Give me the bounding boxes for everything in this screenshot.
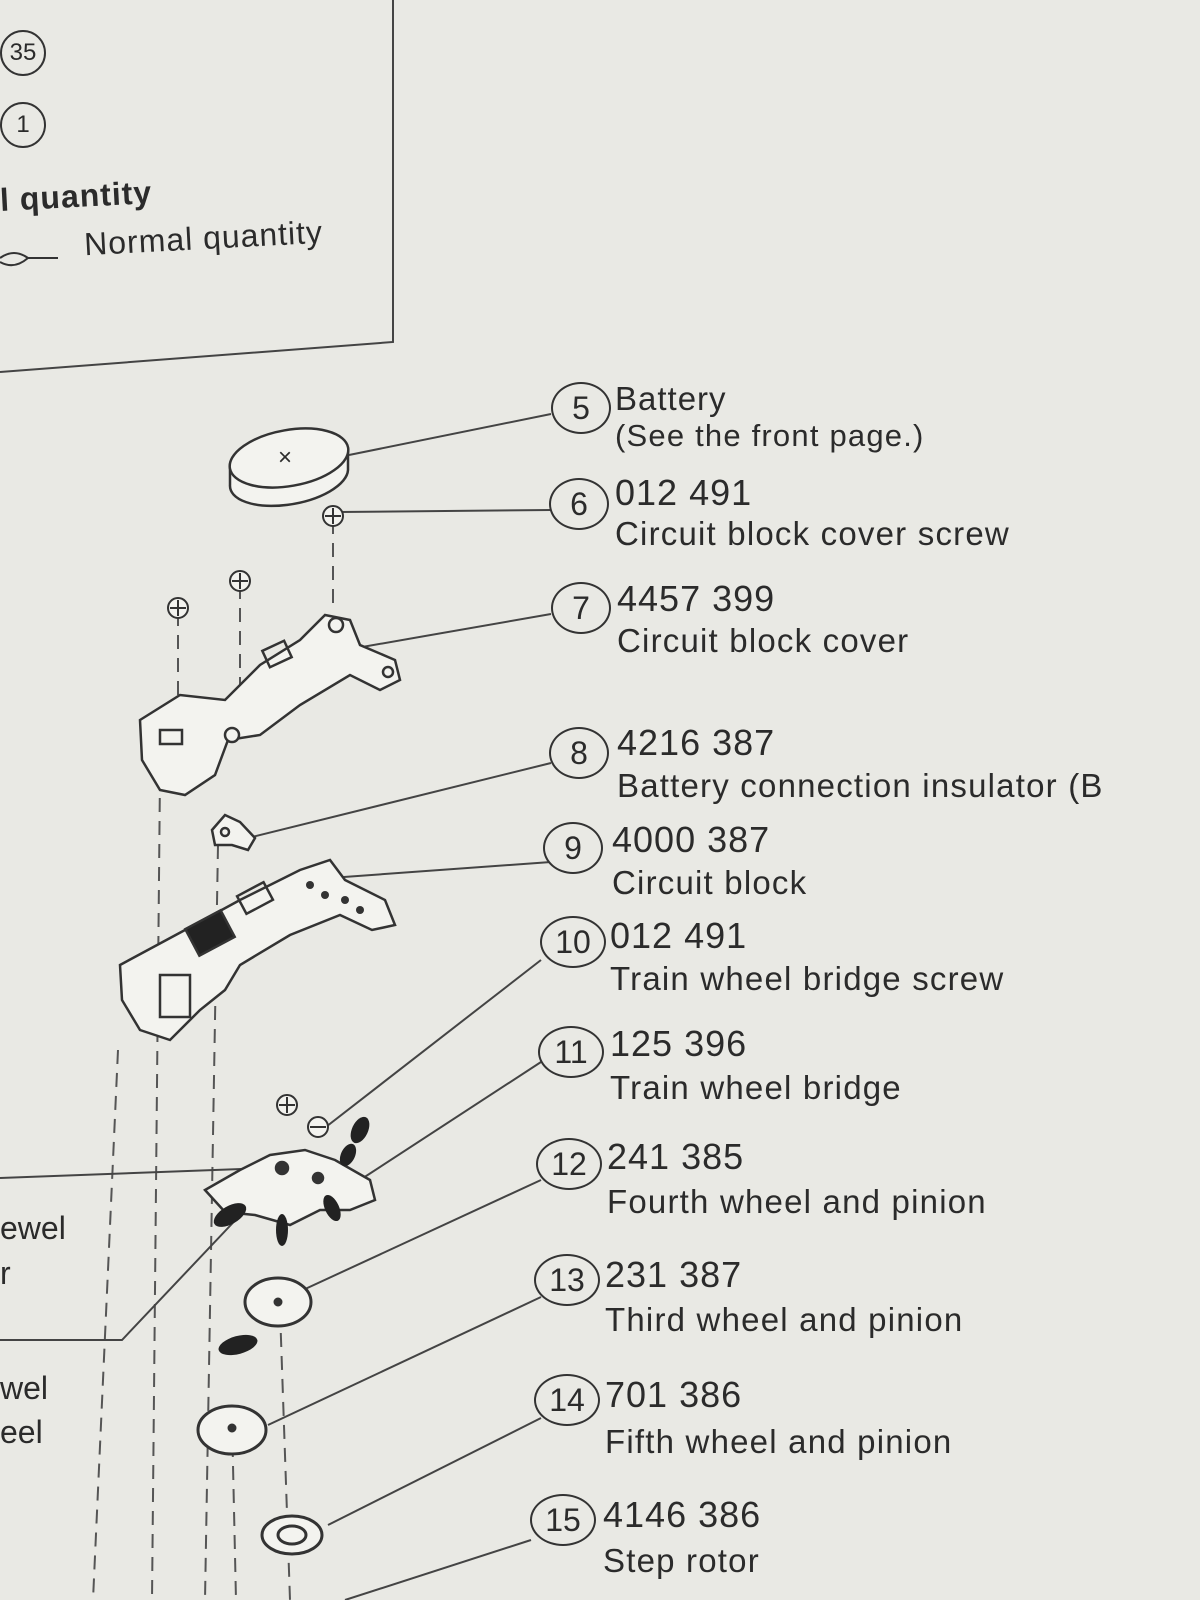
part-name: Fifth wheel and pinion <box>605 1423 953 1460</box>
part-code: 012 491 <box>610 915 748 956</box>
legend-symbol-1: 1 <box>0 102 46 148</box>
part-name: Train wheel bridge <box>610 1069 902 1106</box>
part-number-circle: 14 <box>534 1374 600 1426</box>
part-name: Train wheel bridge screw <box>610 960 1005 997</box>
part-name: Battery connection insulator (B <box>617 767 1104 804</box>
part-code: 4146 386 <box>603 1494 762 1535</box>
part-number-circle: 9 <box>543 822 603 874</box>
part-number-circle: 15 <box>530 1494 596 1546</box>
part-code: 4457 399 <box>617 578 776 619</box>
left-edge-label-r: r <box>0 1255 11 1291</box>
part-name: Fourth wheel and pinion <box>607 1183 987 1220</box>
part-code: 4000 387 <box>612 819 771 860</box>
battery-drawing <box>228 427 350 508</box>
part-number-circle: 7 <box>551 582 611 634</box>
part-name: (See the front page.) <box>615 418 925 453</box>
circuit-block-drawing <box>118 858 397 1042</box>
part-code: 241 385 <box>607 1136 745 1177</box>
wheel-drawings <box>196 1276 324 1556</box>
part-number-circle: 10 <box>540 916 606 968</box>
part-code: 701 386 <box>605 1374 743 1415</box>
circuit-block-cover-drawing <box>138 613 402 797</box>
part-name: Third wheel and pinion <box>605 1301 964 1338</box>
part-code: Battery <box>615 380 727 417</box>
part-code: 231 387 <box>605 1254 743 1295</box>
part-name: Step rotor <box>603 1542 760 1579</box>
part-number-circle: 5 <box>551 382 611 434</box>
left-edge-label-wel: wel <box>0 1370 49 1406</box>
leader-lines <box>0 413 552 1600</box>
insulator-drawing <box>210 813 257 852</box>
part-number-circle: 11 <box>538 1026 604 1078</box>
part-name: Circuit block cover <box>617 622 910 659</box>
part-code: 4216 387 <box>617 722 776 763</box>
pinion-shapes <box>213 1116 370 1356</box>
legend-symbol <box>0 252 58 267</box>
left-edge-label-eel: eel <box>0 1414 43 1450</box>
part-number-circle: 8 <box>549 727 609 779</box>
legend-symbol-35: 35 <box>0 30 46 76</box>
part-name: Circuit block cover screw <box>615 515 1010 552</box>
left-edge-label-ewel: ewel <box>0 1210 66 1246</box>
part-name: Circuit block <box>612 864 808 901</box>
part-number-circle: 13 <box>534 1254 600 1306</box>
part-code: 125 396 <box>610 1023 748 1064</box>
battery-mark: × <box>278 444 293 471</box>
part-number-circle: 12 <box>536 1138 602 1190</box>
screw-drawings <box>167 505 344 1138</box>
part-code: 012 491 <box>615 472 753 513</box>
part-number-circle: 6 <box>549 478 609 530</box>
legend-box-border <box>0 0 394 373</box>
